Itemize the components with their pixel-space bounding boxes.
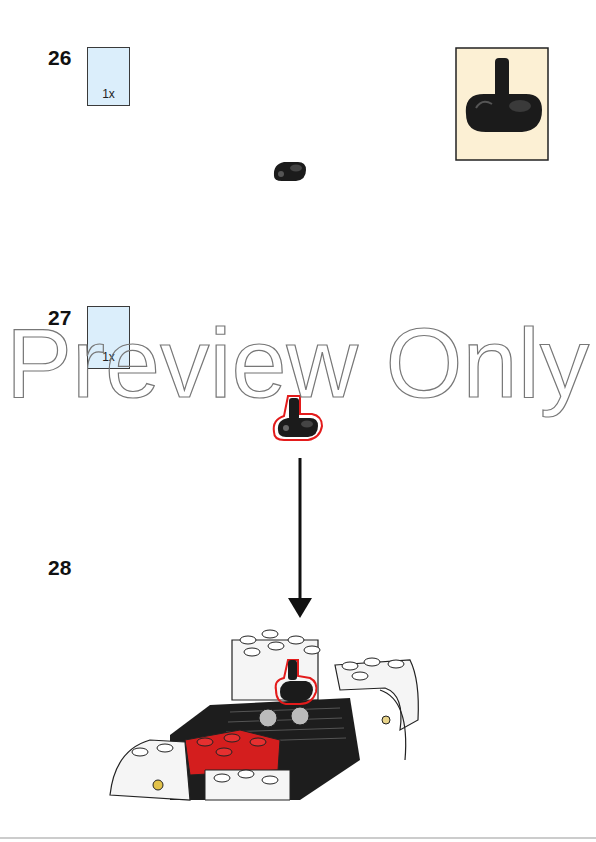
parts-box: 1x	[87, 47, 130, 106]
step-number: 26	[48, 46, 71, 70]
step-number: 28	[48, 556, 71, 580]
quantity-text: 1x	[88, 87, 129, 101]
watermark: Preview Only	[6, 313, 589, 412]
